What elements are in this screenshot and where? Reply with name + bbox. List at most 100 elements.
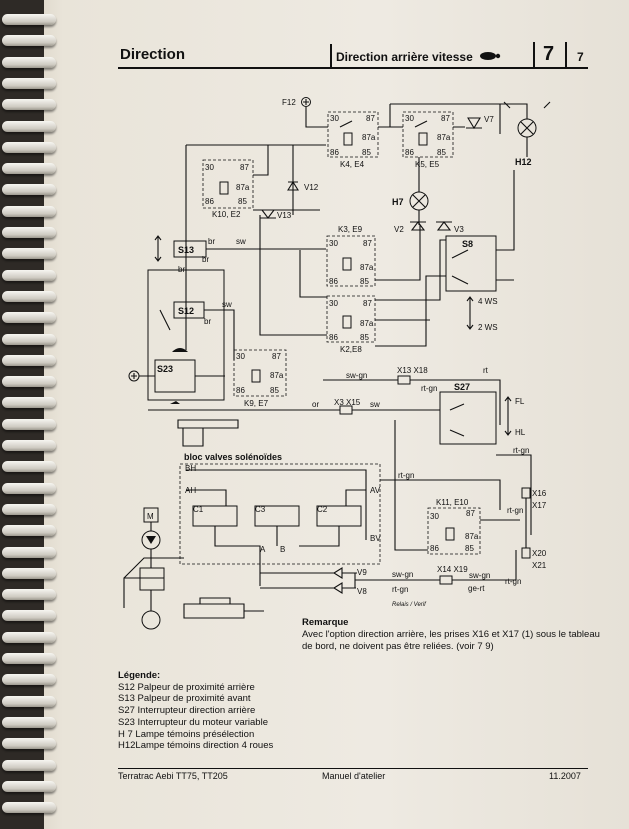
- diode-v12-icon: [287, 180, 299, 191]
- binding-ring: [2, 56, 56, 68]
- valve-c3: C3: [254, 505, 300, 527]
- svg-text:30: 30: [329, 239, 338, 248]
- legend: Légende: S12 Palpeur de proximité arrièr…: [118, 670, 273, 752]
- turtle-icon: [172, 348, 188, 352]
- x16-label: X16: [532, 489, 547, 498]
- diode-v2-icon: [410, 221, 426, 231]
- binding-ring: [2, 14, 56, 25]
- x14x19-label: X14 X19: [437, 565, 468, 574]
- diode-v13-icon: [260, 209, 276, 219]
- binding-ring: [2, 567, 56, 579]
- connector-x16-x17: [521, 487, 531, 499]
- svg-text:rt-gn: rt-gn: [505, 577, 521, 586]
- binding-ring: [2, 354, 56, 366]
- remark-title: Remarque: [302, 617, 349, 628]
- page-subtitle: Direction arrière vitesse: [336, 50, 473, 64]
- x20-label: X20: [532, 549, 547, 558]
- legend-title: Légende:: [118, 670, 161, 681]
- svg-text:30: 30: [236, 352, 245, 361]
- svg-text:30: 30: [330, 114, 339, 123]
- page-number: 7: [577, 50, 584, 64]
- binding-ring: [2, 418, 56, 430]
- svg-text:86: 86: [236, 386, 245, 395]
- sensor-s12-frame: [147, 269, 225, 401]
- svg-text:85: 85: [362, 148, 371, 157]
- binding-ring: [2, 440, 56, 451]
- binding-ring: [2, 333, 56, 345]
- svg-text:BH: BH: [185, 464, 196, 473]
- svg-text:sw-gn: sw-gn: [469, 571, 490, 580]
- ws4-label: 4 WS: [478, 297, 498, 306]
- k3-label: K3, E9: [338, 225, 363, 234]
- binding-ring: [2, 141, 56, 153]
- svg-text:86: 86: [329, 277, 338, 286]
- hl-label: HL: [515, 428, 526, 437]
- svg-text:87a: 87a: [362, 133, 376, 142]
- footer-model: Terratrac Aebi TT75, TT205: [118, 771, 228, 781]
- svg-text:or: or: [312, 400, 319, 409]
- binding-ring: [2, 461, 56, 473]
- svg-text:sw: sw: [222, 300, 232, 309]
- svg-text:85: 85: [270, 386, 279, 395]
- svg-text:87: 87: [363, 239, 372, 248]
- svg-text:rt-gn: rt-gn: [507, 506, 523, 515]
- svg-text:rt-gn: rt-gn: [421, 384, 437, 393]
- svg-text:87: 87: [240, 163, 249, 172]
- x3x15-label: X3 X15: [334, 398, 361, 407]
- legend-item: S13 Palpeur de proximité avant: [118, 693, 251, 705]
- svg-text:87: 87: [441, 114, 450, 123]
- relay-k10: 30 87 87a 86 85 K10, E2: [202, 159, 254, 219]
- section-number: 7: [543, 43, 555, 65]
- svg-text:AV: AV: [370, 486, 381, 495]
- k10-label: K10, E2: [212, 210, 241, 219]
- svg-text:86: 86: [329, 333, 338, 342]
- legend-item: S27 Interrupteur direction arrière: [118, 705, 256, 717]
- binding-ring: [2, 269, 56, 281]
- svg-text:87: 87: [466, 509, 475, 518]
- v7-label: V7: [484, 115, 494, 124]
- solenoid-valve-block: [179, 463, 381, 565]
- v2-label: V2: [394, 225, 404, 234]
- svg-text:30: 30: [405, 114, 414, 123]
- diode-v9-icon: [332, 567, 343, 579]
- svg-text:A: A: [260, 545, 266, 554]
- v13-label: V13: [277, 211, 292, 220]
- svg-text:85: 85: [437, 148, 446, 157]
- svg-text:sw-gn: sw-gn: [346, 371, 367, 380]
- svg-text:87a: 87a: [437, 133, 451, 142]
- s8-label: S8: [462, 239, 473, 249]
- svg-text:ge-rt: ge-rt: [468, 584, 485, 593]
- svg-text:85: 85: [360, 277, 369, 286]
- svg-text:85: 85: [360, 333, 369, 342]
- svg-text:rt-gn: rt-gn: [392, 585, 408, 594]
- binding-ring: [2, 759, 56, 771]
- svg-text:87a: 87a: [360, 263, 374, 272]
- binding-ring: [2, 716, 56, 728]
- binding-ring: [2, 120, 56, 132]
- binding-ring: [2, 376, 56, 388]
- binding-ring: [2, 35, 56, 47]
- svg-text:rt-gn: rt-gn: [513, 446, 529, 455]
- svg-text:30: 30: [205, 163, 214, 172]
- svg-text:87: 87: [366, 114, 375, 123]
- ws2-label: 2 WS: [478, 323, 498, 332]
- binding-ring: [2, 482, 56, 494]
- binding-ring: [2, 546, 56, 558]
- k9-label: K9, E7: [244, 399, 269, 408]
- svg-text:87a: 87a: [236, 183, 250, 192]
- relay-k2: 30 87 87a 86 85 K2,E8: [326, 295, 376, 354]
- svg-text:87a: 87a: [360, 319, 374, 328]
- svg-text:C1: C1: [193, 505, 204, 514]
- binding-ring: [2, 525, 56, 537]
- binding-ring: [2, 610, 56, 622]
- svg-text:86: 86: [405, 148, 414, 157]
- page-title: Direction: [120, 46, 186, 63]
- svg-text:C3: C3: [255, 505, 266, 514]
- motor-label: M: [147, 512, 154, 521]
- svg-text:br: br: [178, 265, 185, 274]
- relay-k3: 30 87 87a 86 85 K3, E9: [326, 225, 376, 287]
- s12-label: S12: [178, 306, 194, 316]
- svg-text:sw: sw: [370, 400, 380, 409]
- switch-s8: [445, 235, 497, 292]
- binding-ring: [2, 674, 56, 686]
